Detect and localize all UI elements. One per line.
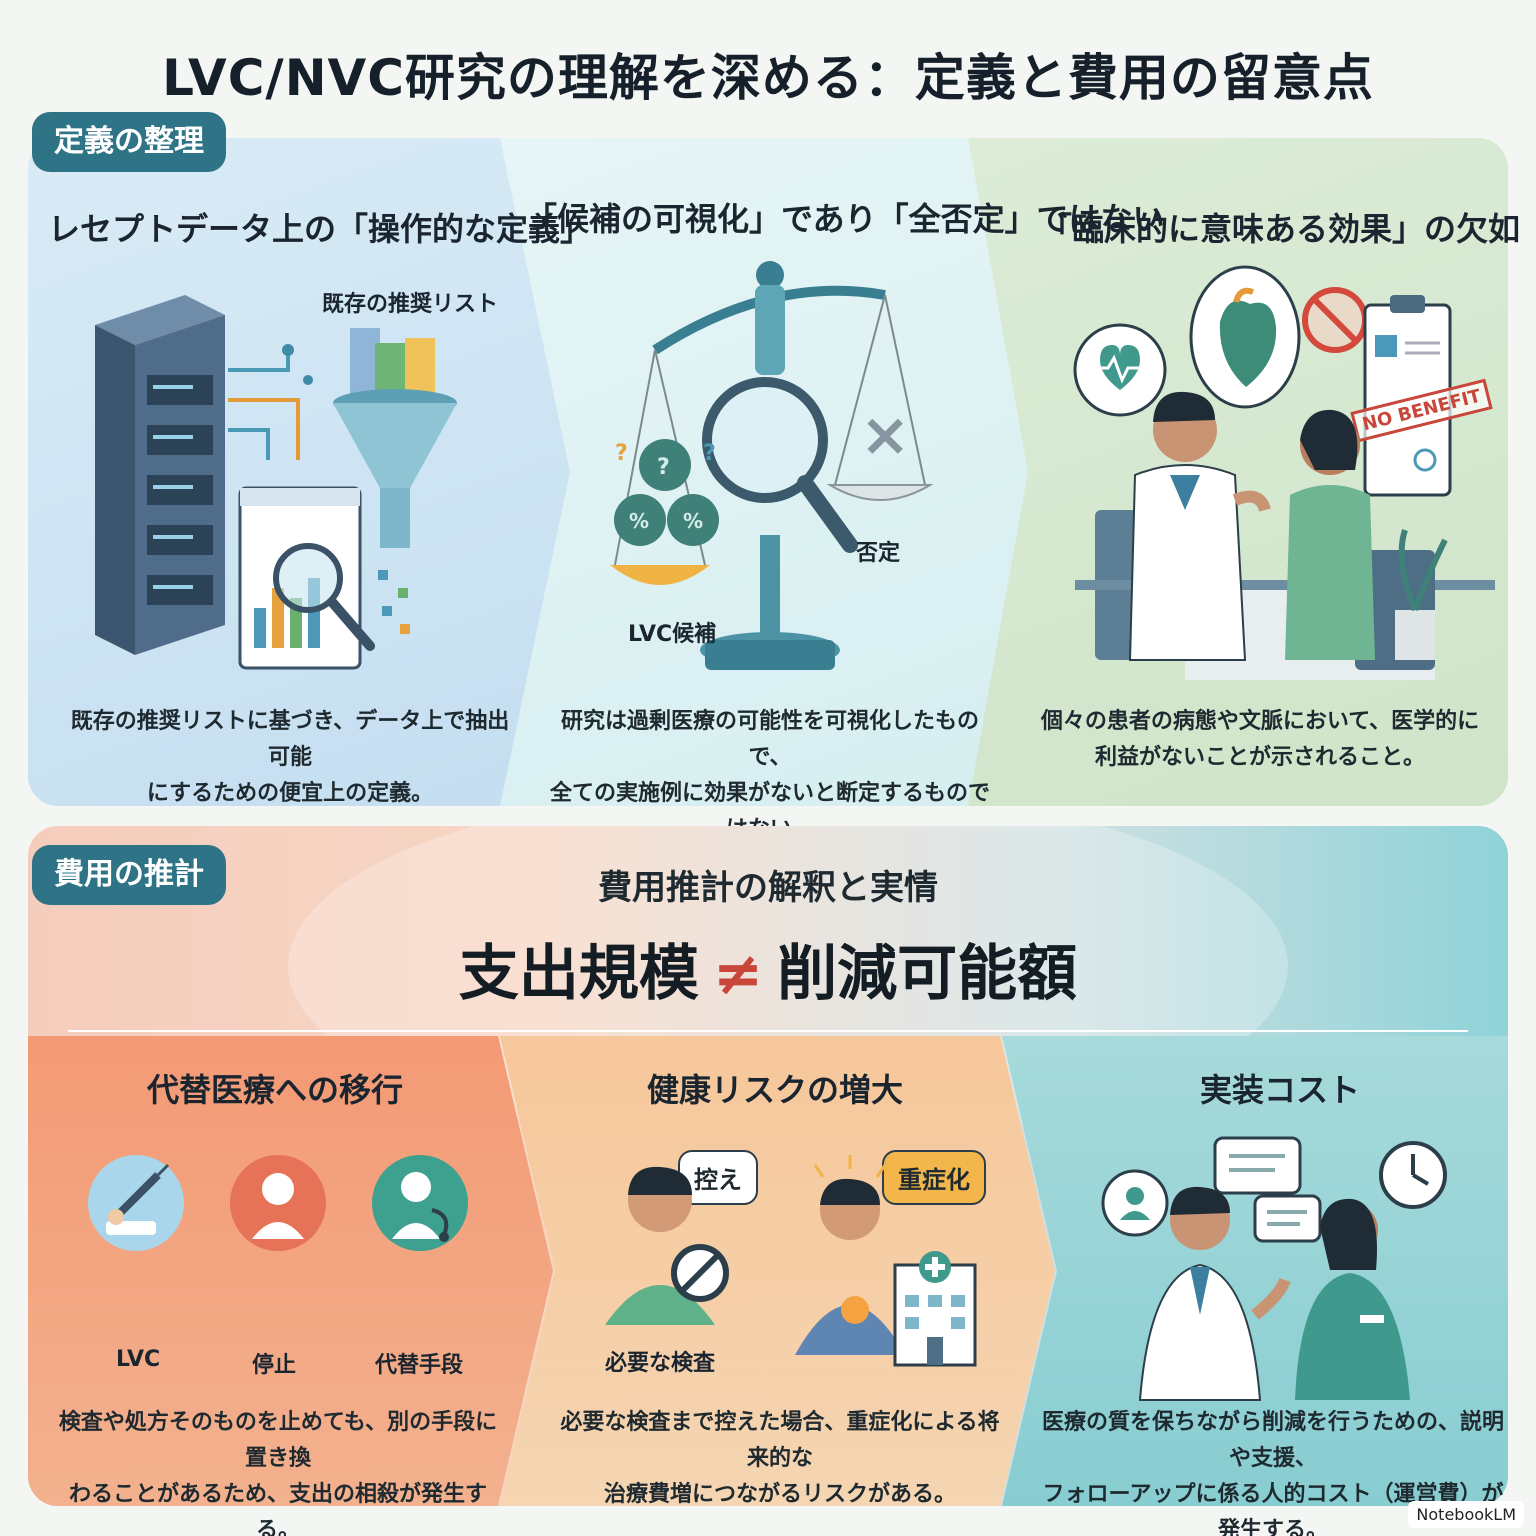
- server-icon: [95, 295, 225, 655]
- lvc-candidate-label: LVC候補: [628, 622, 717, 647]
- scatter-dots-icon: [378, 570, 410, 634]
- hospital-icon: [893, 1251, 977, 1367]
- definition-panel1-body: 既存の推奨リストに基づき、データ上で抽出可能 にするための便宜上の定義。: [70, 709, 510, 806]
- svg-text:?: ?: [615, 441, 628, 466]
- definition-panel2-body: 研究は過剰医療の可能性を可視化したもので、 全ての実施例に効果がないと断定するも…: [549, 709, 990, 842]
- costs-divider: [68, 1030, 1468, 1032]
- stethoscope-icon: [372, 1155, 468, 1251]
- svg-text:%: %: [683, 509, 703, 533]
- costs-subtitle: 費用推計の解釈と実情: [598, 868, 938, 908]
- svg-text:×: ×: [860, 400, 910, 470]
- costs-headline: 支出規模≠削減可能額: [0, 925, 1536, 1012]
- cost-panel3-title: 実装コスト: [1199, 1071, 1360, 1109]
- lvc-icon-label: LVC: [116, 1347, 161, 1372]
- cost-panel1-body: 検査や処方そのものを止めても、別の手段に置き換 わることがあるため、支出の相殺が…: [58, 1410, 498, 1536]
- definitions-badge: 定義の整理: [32, 112, 226, 172]
- svg-text:?: ?: [657, 455, 670, 480]
- spending-scale-text: 支出規模: [458, 939, 699, 1009]
- cost-panel1-title: 代替医療への移行: [146, 1071, 403, 1109]
- candidate-gears-icon: ? % % ? ?: [614, 439, 719, 546]
- not-equal-icon: ≠: [712, 939, 764, 1009]
- costs-badge: 費用の推計: [32, 845, 226, 905]
- no-pill-icon: [1302, 287, 1368, 353]
- stop-icon-label: 停止: [252, 1353, 297, 1378]
- svg-text:?: ?: [703, 441, 716, 466]
- alternative-icon-label: 代替手段: [375, 1353, 464, 1378]
- doctor-patient-illustration: [1075, 391, 1495, 680]
- chat-bubble-icon: [1213, 1136, 1322, 1243]
- heart-rate-bubble-icon: [1073, 323, 1167, 417]
- aggravation-bubble: 重症化: [882, 1150, 986, 1205]
- funnel-icon: [333, 328, 457, 548]
- syringe-icon: [88, 1155, 184, 1251]
- necessary-test-label: 必要な検査: [605, 1351, 716, 1376]
- negation-label: 否定: [856, 541, 901, 566]
- person-refrain-icon: [605, 1166, 729, 1325]
- person-aggravation-icon: [795, 1155, 905, 1355]
- doctor-stop-icon: [230, 1155, 326, 1251]
- recommend-list-label: 既存の推奨リスト: [322, 292, 499, 317]
- cost-panel-implementation: [1002, 1036, 1508, 1506]
- clock-icon: [1379, 1141, 1447, 1209]
- notebooklm-watermark: NotebookLM: [1408, 1501, 1524, 1528]
- balance-scale-icon: ×: [610, 261, 934, 670]
- cost-panel3-body: 医療の質を保ちながら削減を行うための、説明や支援、 フォローアップに係る人的コス…: [1041, 1410, 1504, 1536]
- data-flow-lines-icon: [228, 344, 313, 460]
- heart-organ-bubble-icon: [1189, 265, 1301, 409]
- page-title: LVC/NVC研究の理解を深める：定義と費用の留意点: [162, 49, 1374, 107]
- analysis-chart-icon: [238, 486, 375, 670]
- user-bubble-icon: [1101, 1169, 1169, 1237]
- cost-panel2-body: 必要な検査まで控えた場合、重症化による将来的な 治療費増につながるリスクがある。: [560, 1410, 1000, 1507]
- doctor-nurse-illustration: [1138, 1186, 1410, 1401]
- cost-panel2-title: 健康リスクの増大: [646, 1071, 903, 1109]
- definition-panel1-title: レセプトデータ上の「操作的な定義」: [48, 210, 593, 248]
- svg-text:%: %: [629, 509, 649, 533]
- definition-panel2-title: 「候補の可視化」であり「全否定」ではない: [525, 200, 1165, 238]
- cost-panel-alternative: [28, 1036, 553, 1506]
- definition-panel3-title: 「臨床的に意味ある効果」の欠如: [1040, 210, 1521, 248]
- definition-panel3-body: 個々の患者の病態や文脈において、医学的に 利益がないことが示されること。: [1040, 709, 1480, 770]
- reducible-amount-text: 削減可能額: [777, 939, 1078, 1009]
